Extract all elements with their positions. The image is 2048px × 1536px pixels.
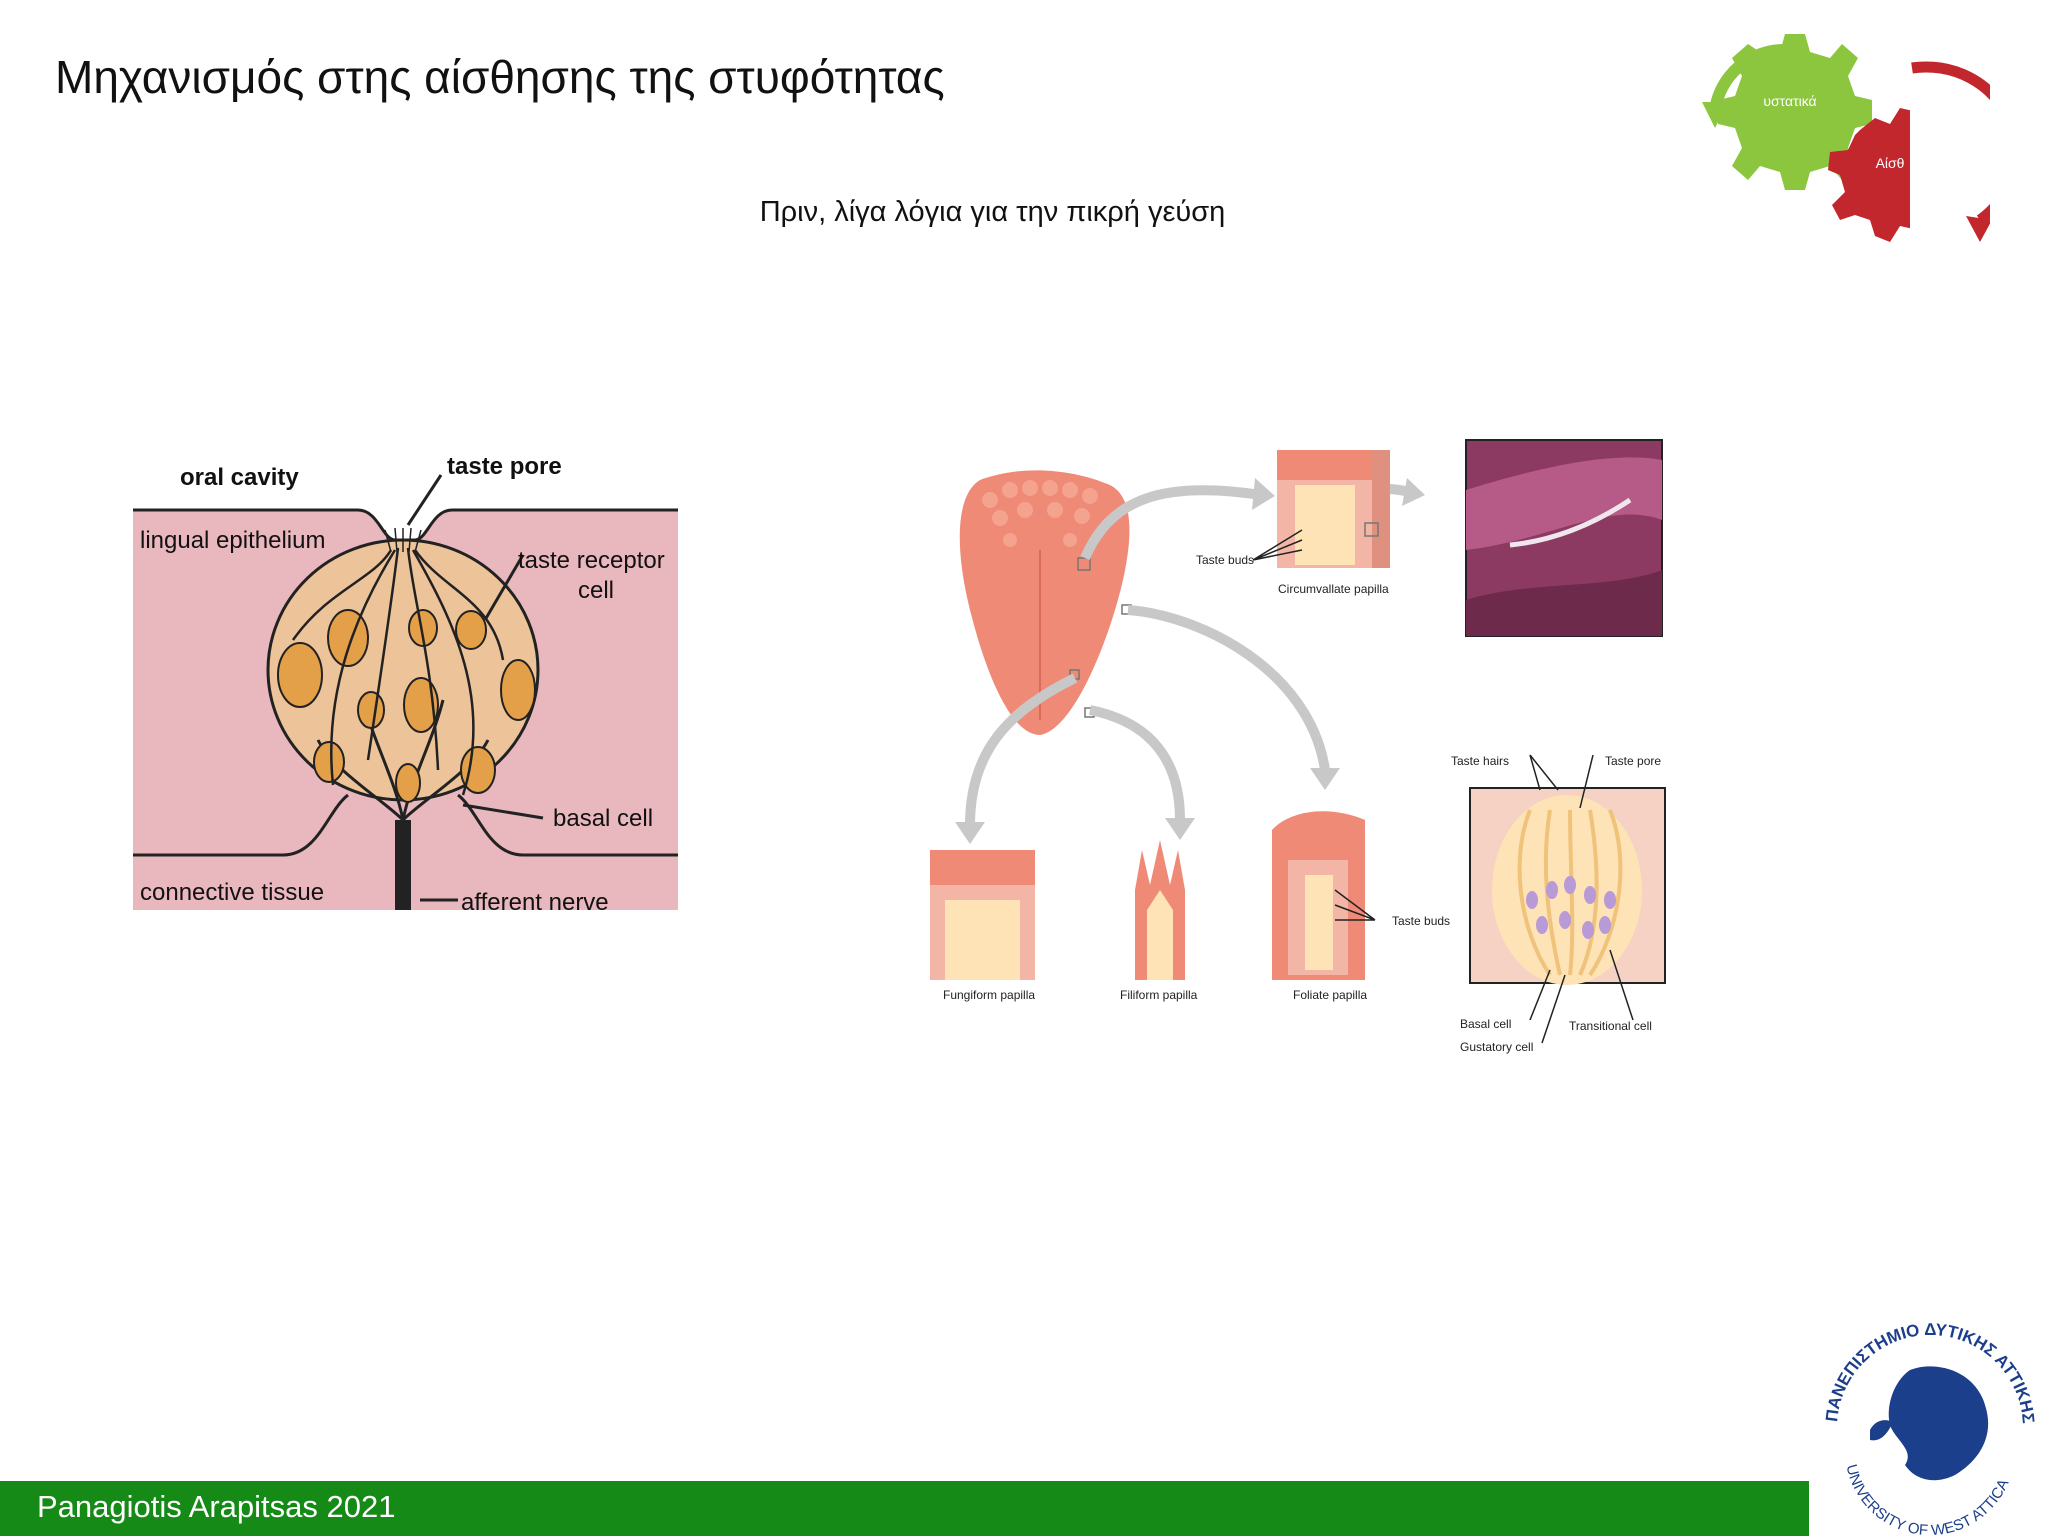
attica-map-icon: [1888, 1366, 1989, 1481]
red-arrow-icon: [1911, 61, 1990, 225]
red-gear-label: Αίσθ: [1876, 155, 1905, 171]
label-taste-buds-side: Taste buds: [1392, 914, 1450, 928]
footer-bar: Panagiotis Arapitsas 2021: [0, 1481, 1809, 1536]
label-afferent-nerve: afferent nerve: [461, 889, 609, 916]
label-filiform: Filiform papilla: [1120, 988, 1198, 1002]
label-foliate: Foliate papilla: [1293, 988, 1367, 1002]
label-taste-pore-right: Taste pore: [1605, 754, 1661, 768]
tongue-icon: [959, 470, 1130, 735]
label-basal-cell-right: Basal cell: [1460, 1017, 1511, 1031]
slide-subtitle: Πριν, λίγα λόγια για την πικρή γεύση: [759, 196, 1226, 228]
label-lingual-epithelium: lingual epithelium: [140, 527, 325, 554]
label-circumvallate: Circumvallate papilla: [1278, 582, 1389, 596]
label-fungiform: Fungiform papilla: [943, 988, 1035, 1002]
footer-author: Panagiotis Arapitsas 2021: [37, 1489, 396, 1524]
slide-title: Μηχανισμός στης αίσθησης της στυφότητας: [55, 51, 945, 103]
label-taste-hairs: Taste hairs: [1451, 754, 1509, 768]
green-gear-icon: [1718, 34, 1872, 190]
green-gear-label: υστατικά: [1763, 93, 1816, 109]
label-gustatory-cell: Gustatory cell: [1460, 1040, 1533, 1054]
label-basal-cell: basal cell: [553, 805, 653, 832]
red-gear-icon: [1828, 80, 1940, 250]
label-connective-tissue: connective tissue: [140, 879, 324, 906]
label-taste-receptor-cell: cell: [578, 577, 614, 604]
label-transitional-cell: Transitional cell: [1569, 1019, 1652, 1033]
label-taste-pore: taste pore: [447, 453, 562, 480]
university-logo: ΠΑΝΕΠΙΣΤΗΜΙΟ ΔΥΤΙΚΗΣ ΑΤΤΙΚΗΣ UNIVERSITY …: [1822, 1320, 2038, 1536]
label-oral-cavity: oral cavity: [180, 464, 299, 491]
taste-bud-diagram: oral cavity taste pore lingual epitheliu…: [133, 440, 678, 916]
label-taste-buds-top: Taste buds: [1196, 553, 1254, 567]
gears-graphic: υστατικά Αίσθ: [1702, 34, 1990, 250]
label-taste-receptor: taste receptor: [518, 547, 665, 574]
tongue-papillae-diagram: Taste buds Circumvallate papilla Fungifo…: [930, 439, 1666, 1054]
